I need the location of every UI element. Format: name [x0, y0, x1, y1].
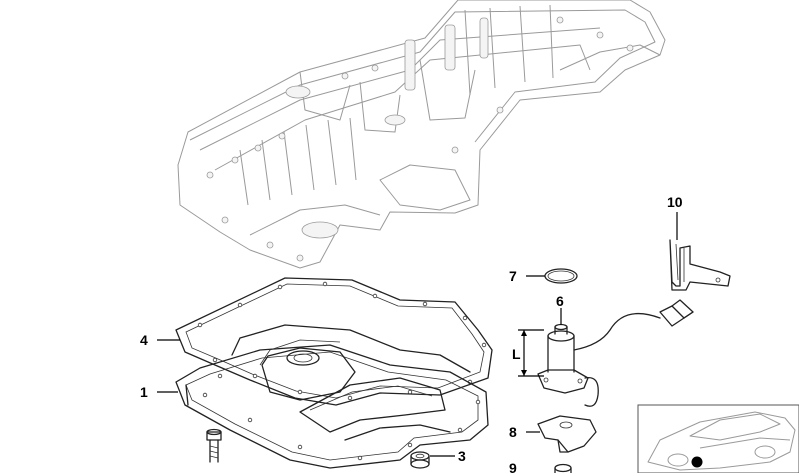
engine-block-icon: [177, 0, 666, 269]
callout-8: 8: [509, 424, 517, 440]
o-ring-icon: [544, 268, 578, 284]
callout-10: 10: [667, 194, 683, 210]
dimension-l-marker: [518, 329, 544, 377]
callout-1: 1: [140, 384, 148, 400]
gasket-icon: [175, 277, 493, 406]
callout-4: 4: [140, 332, 148, 348]
nut-icon: [554, 463, 572, 473]
leader-lines: [157, 212, 678, 457]
callout-6: 6: [556, 293, 564, 309]
car-thumbnail-icon[interactable]: [637, 404, 799, 473]
location-marker-icon: [691, 456, 703, 468]
callout-9: 9: [509, 460, 517, 473]
callout-3: 3: [458, 448, 466, 464]
callout-7: 7: [509, 268, 517, 284]
bracket-icon: [537, 415, 597, 453]
oil-level-sensor-icon: [537, 299, 694, 407]
oil-pan-icon: [175, 324, 489, 469]
dimension-label: L: [512, 346, 521, 362]
cable-bracket-icon: [669, 239, 731, 291]
bolt-icon: [206, 428, 222, 463]
sealing-ring-icon: [410, 451, 430, 469]
